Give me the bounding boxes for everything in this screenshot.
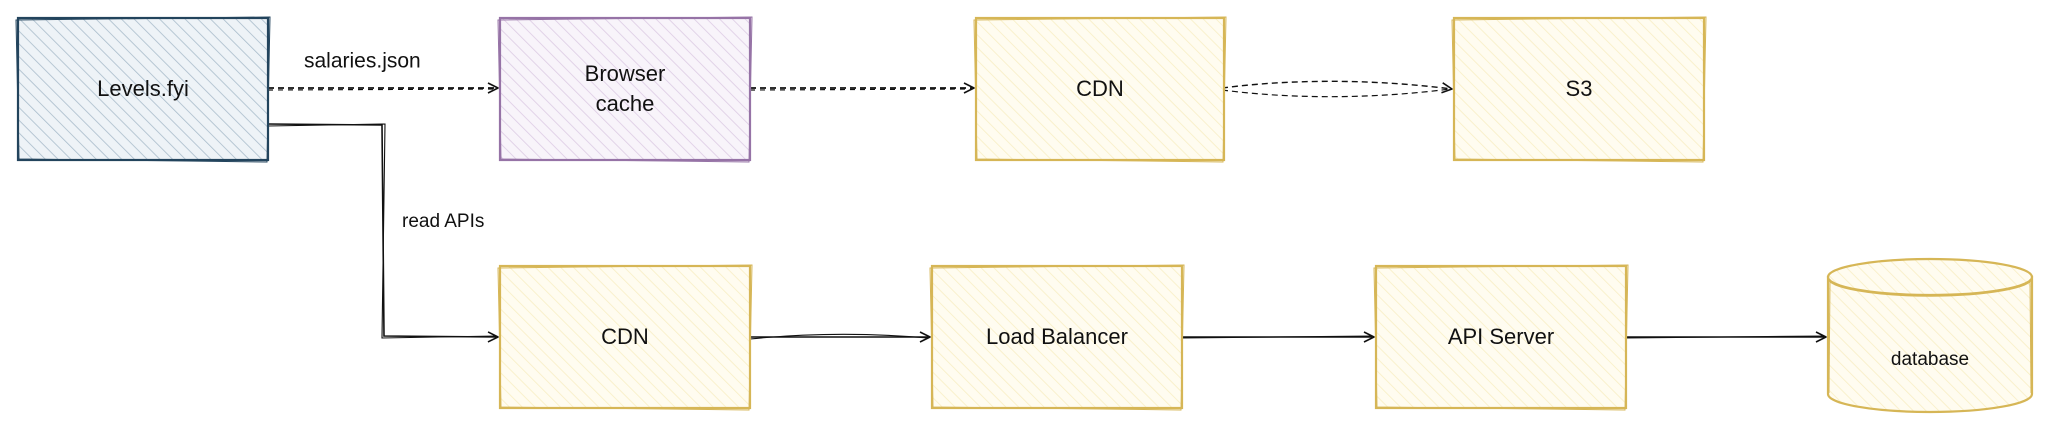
- node-cdn-top: CDN: [973, 16, 1227, 163]
- edge-label-read-apis: read APIs: [402, 211, 484, 232]
- node-s3: S3: [1451, 16, 1707, 163]
- node-label-load-balancer: Load Balancer: [986, 324, 1128, 349]
- node-label-cdn-top: CDN: [1076, 76, 1124, 101]
- node-label-s3: S3: [1566, 76, 1593, 101]
- node-label-levels-fyi: Levels.fyi: [97, 76, 189, 101]
- node-label-database: database: [1891, 349, 1969, 370]
- node-levels-fyi: Levels.fyi: [15, 16, 271, 163]
- edge-api-server-to-database: [1625, 331, 1827, 343]
- edge-label-salaries-json: salaries.json: [304, 50, 421, 73]
- node-load-balancer: Load Balancer: [929, 264, 1185, 411]
- node-cdn-bottom: CDN: [497, 264, 753, 411]
- edge-browser-cache-to-cdn-top: [749, 82, 975, 94]
- node-label-cdn-bottom: CDN: [601, 324, 649, 349]
- node-label-api-server: API Server: [1448, 324, 1554, 349]
- edge-load-balancer-to-api-server: [1181, 331, 1375, 343]
- node-database: database: [1826, 257, 2034, 414]
- edge-cdn-top-to-s3: [1221, 80, 1453, 98]
- node-label-browser-cache-line1: Browser: [585, 61, 666, 86]
- node-label-browser-cache-line2: cache: [596, 91, 655, 116]
- edges: [267, 80, 1827, 343]
- node-browser-cache: Browser cache: [497, 16, 753, 163]
- edge-levels-to-cdn-bottom: [267, 123, 499, 343]
- edge-levels-to-browser-cache: [267, 82, 499, 94]
- node-api-server: API Server: [1373, 264, 1629, 411]
- edge-cdn-bottom-to-load-balancer: [749, 331, 931, 343]
